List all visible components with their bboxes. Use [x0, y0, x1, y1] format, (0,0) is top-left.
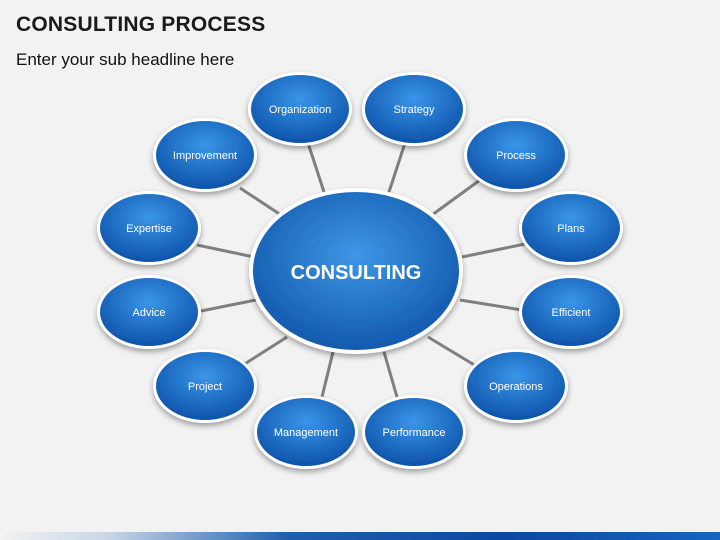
node-performance[interactable] — [362, 395, 466, 469]
node-project[interactable] — [153, 349, 257, 423]
slide-title: CONSULTING PROCESS — [16, 13, 266, 36]
connector-organization — [306, 142, 327, 196]
connector-operations — [427, 335, 477, 368]
connector-performance — [382, 351, 399, 398]
node-label-management: Management — [274, 427, 338, 439]
node-process[interactable] — [464, 118, 568, 192]
connector-advice — [200, 298, 257, 313]
center-label: CONSULTING — [291, 262, 422, 284]
connector-strategy — [386, 142, 407, 196]
node-label-improvement: Improvement — [173, 150, 237, 162]
footer-accent-bar — [0, 532, 720, 540]
connector-plans — [461, 242, 526, 259]
connector-expertise — [196, 243, 255, 259]
node-label-strategy: Strategy — [394, 104, 435, 116]
node-efficient[interactable] — [519, 275, 623, 349]
node-label-advice: Advice — [132, 307, 165, 319]
node-advice[interactable] — [97, 275, 201, 349]
node-expertise[interactable] — [97, 191, 201, 265]
node-label-project: Project — [188, 381, 222, 393]
connector-process — [431, 178, 481, 217]
node-organization[interactable] — [248, 72, 352, 146]
connector-improvement — [239, 186, 282, 217]
node-strategy[interactable] — [362, 72, 466, 146]
node-label-operations: Operations — [489, 381, 543, 393]
node-label-efficient: Efficient — [552, 307, 591, 319]
node-label-performance: Performance — [383, 427, 446, 439]
connector-efficient — [459, 298, 523, 312]
center-node — [249, 188, 463, 354]
node-improvement[interactable] — [153, 118, 257, 192]
node-operations[interactable] — [464, 349, 568, 423]
slide-subtitle: Enter your sub headline here — [16, 50, 235, 69]
node-label-process: Process — [496, 150, 536, 162]
node-management[interactable] — [254, 395, 358, 469]
connector-management — [320, 351, 335, 398]
node-plans[interactable] — [519, 191, 623, 265]
node-label-plans: Plans — [557, 223, 585, 235]
node-label-organization: Organization — [269, 104, 331, 116]
connector-project — [242, 335, 288, 367]
node-label-expertise: Expertise — [126, 223, 172, 235]
